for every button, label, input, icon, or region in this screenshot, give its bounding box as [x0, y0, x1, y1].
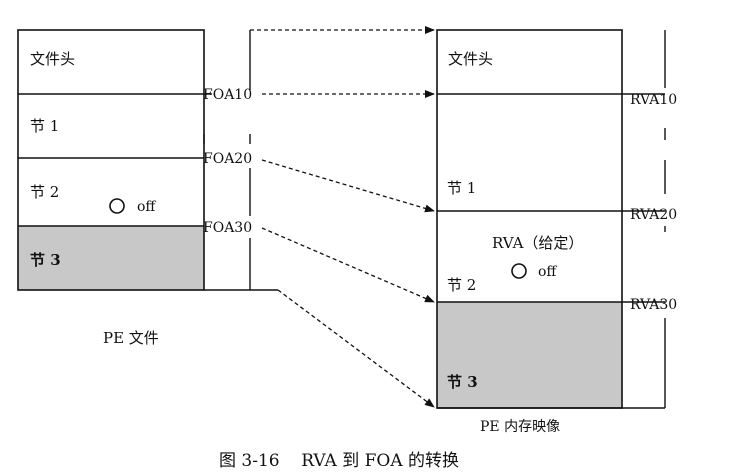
rva10-label: RVA10 [630, 92, 677, 108]
right-offset-circle-icon [511, 263, 527, 279]
arrow-foa30-to-rva30 [261, 227, 435, 303]
arrow-end-to-end [277, 289, 435, 408]
pe-file: 文件头 节 1 节 2 节 3 off FOA10 FOA20 FOA30 PE… [17, 29, 278, 347]
given-rva-label: RVA（给定） [492, 234, 583, 252]
foa30-label: FOA30 [203, 220, 252, 236]
pe-memory-image-title: PE 内存映像 [480, 419, 560, 435]
arrow-foa20-to-rva20 [261, 159, 435, 213]
right-header-label: 文件头 [448, 50, 493, 68]
foa20-label: FOA20 [203, 151, 252, 167]
pe-file-title: PE 文件 [103, 329, 159, 347]
left-offset-label: off [137, 199, 156, 215]
right-section-3-shade [437, 302, 622, 408]
right-section-2-label: 节 2 [447, 276, 476, 294]
left-file-box [17, 29, 205, 291]
foa10-label: FOA10 [203, 87, 252, 103]
figure-caption: 图 3-16 RVA 到 FOA 的转换 [219, 451, 459, 471]
rva20-label: RVA20 [630, 207, 677, 223]
left-offset-column [203, 30, 278, 291]
left-header-label: 文件头 [30, 50, 75, 68]
left-section-3-shade [18, 226, 204, 290]
left-section-2-label: 节 2 [30, 183, 59, 201]
right-section-1-label: 节 1 [447, 179, 476, 197]
left-section-3-label: 节 3 [30, 251, 61, 269]
right-section-3-label: 节 3 [447, 373, 478, 391]
left-section-1-label: 节 1 [30, 117, 59, 135]
pe-memory-image: 文件头 节 1 节 2 节 3 RVA（给定） off RVA10 RVA20 … [436, 29, 677, 435]
mapping-arrows [250, 26, 435, 408]
rva30-label: RVA30 [630, 297, 677, 313]
right-offset-label: off [538, 264, 557, 280]
left-offset-circle-icon [109, 198, 125, 214]
